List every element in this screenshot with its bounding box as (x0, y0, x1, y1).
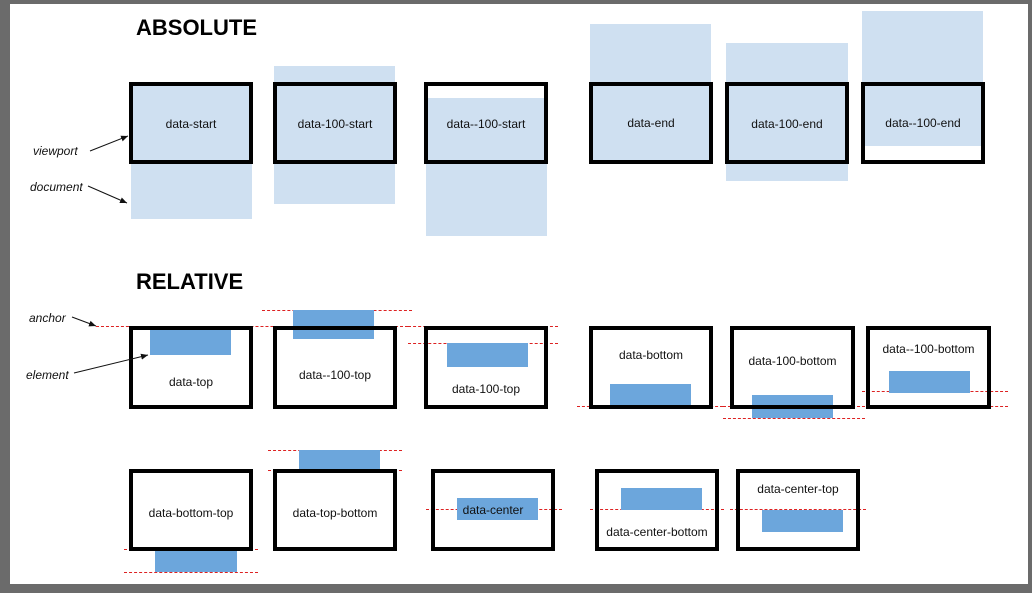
element-block (150, 330, 231, 355)
example-label-data-100-start: data-100-start (297, 117, 373, 131)
viewport-frame (273, 326, 397, 409)
viewport-frame (273, 82, 397, 164)
viewport-frame (589, 82, 713, 164)
document-area (726, 43, 848, 181)
viewport-frame (861, 82, 985, 164)
anchor-guide-line (723, 418, 865, 419)
example-label-data-100-top: data-100-top (451, 382, 521, 396)
viewport-frame (736, 469, 860, 551)
viewport-frame (129, 82, 253, 164)
relative-heading: RELATIVE (136, 269, 244, 294)
example-label-data-100-end: data-100-end (751, 117, 823, 131)
example-label-data-neg100-start: data--100-start (446, 117, 526, 131)
viewport-frame (431, 469, 555, 551)
viewport-frame (129, 326, 253, 409)
document-area (590, 24, 711, 163)
document-label: document (30, 180, 83, 194)
element-block (762, 510, 843, 532)
element-block (299, 450, 380, 470)
document-area (274, 66, 395, 204)
example-label-data-center-top: data-center-top (757, 482, 839, 496)
element-label: element (26, 368, 69, 382)
anchor-guide-line (124, 572, 258, 573)
element-block (447, 343, 528, 367)
document-area (862, 11, 983, 146)
document-area (131, 83, 252, 219)
anchor-label: anchor (29, 311, 66, 325)
viewport-frame (424, 82, 548, 164)
example-label-data-top-bottom: data-top-bottom (292, 506, 378, 520)
example-label-data-center-bottom: data-center-bottom (606, 525, 708, 539)
example-label-data-bottom: data-bottom (618, 348, 684, 362)
anchor-guide-line (730, 509, 866, 510)
document-area (426, 98, 547, 236)
viewport-frame (589, 326, 713, 409)
element-block (155, 551, 237, 572)
example-label-data-start: data-start (165, 117, 217, 131)
example-label-data-end: data-end (627, 116, 675, 130)
element-block (293, 310, 374, 339)
viewport-frame (424, 326, 548, 409)
viewport-frame (595, 469, 719, 551)
viewport-label: viewport (33, 144, 78, 158)
example-label-data-neg100-top: data--100-top (298, 368, 372, 382)
viewport-frame (730, 326, 855, 409)
absolute-heading: ABSOLUTE (136, 15, 257, 40)
example-label-data-neg100-bottom: data--100-bottom (882, 342, 975, 356)
example-label-data-center: data-center (462, 503, 524, 517)
viewport-frame (725, 82, 849, 164)
viewport-frame (129, 469, 253, 551)
element-block (621, 488, 702, 510)
element-block (889, 371, 970, 393)
example-label-data-top: data-top (168, 375, 214, 389)
example-label-data-bottom-top: data-bottom-top (148, 506, 234, 520)
viewport-frame (866, 326, 991, 409)
element-block (610, 384, 691, 406)
element-block (457, 498, 538, 520)
viewport-frame (273, 469, 397, 551)
example-label-data-neg100-end: data--100-end (885, 116, 961, 130)
example-label-data-100-bottom: data-100-bottom (748, 354, 837, 368)
